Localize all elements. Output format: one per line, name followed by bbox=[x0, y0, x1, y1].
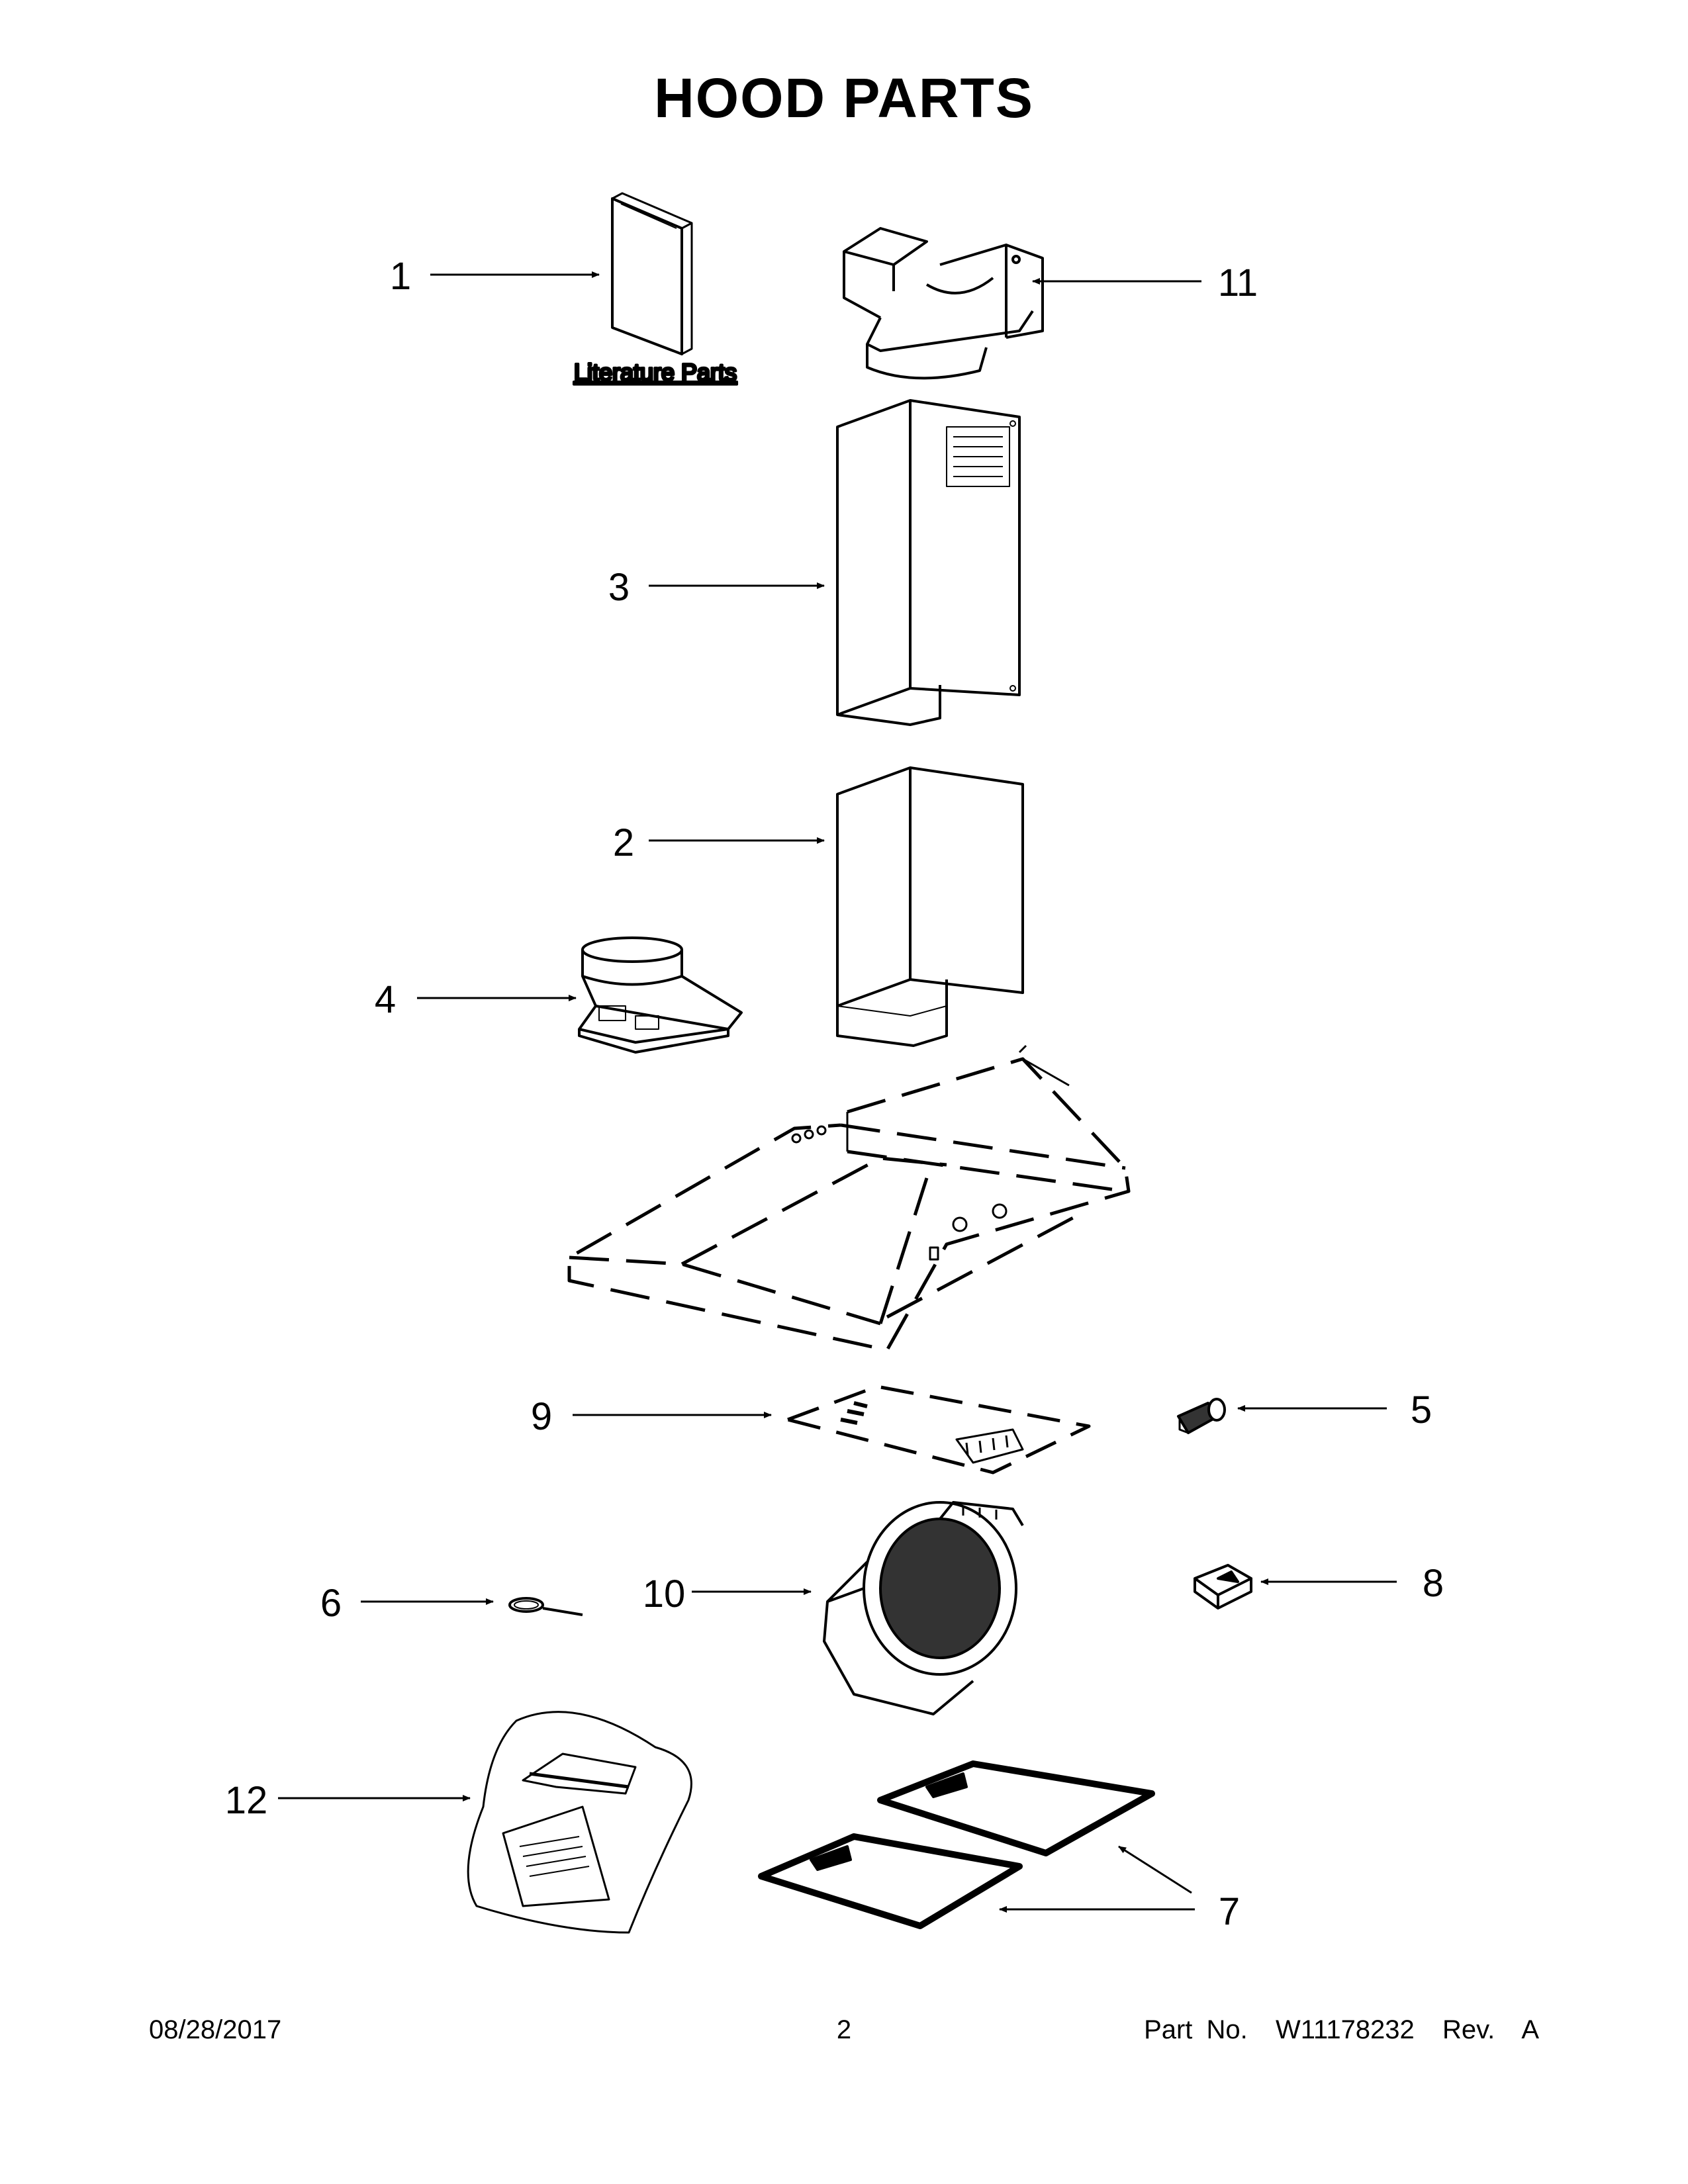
callout-9: 9 bbox=[531, 1395, 552, 1438]
literature-label: Literature Parts bbox=[574, 359, 737, 386]
hood-canopy-details bbox=[791, 1044, 1070, 1261]
footer-part-number: Part No. W11178232 Rev. A bbox=[1144, 2015, 1539, 2044]
callout-11: 11 bbox=[1218, 261, 1258, 304]
callout-1: 1 bbox=[390, 255, 411, 298]
hood-canopy bbox=[567, 1057, 1131, 1352]
callout-4: 4 bbox=[375, 978, 396, 1021]
part-1-literature bbox=[611, 192, 693, 355]
footer-page-number: 2 bbox=[836, 2015, 852, 2044]
leader-7a bbox=[1118, 1845, 1192, 1894]
callout-2: 2 bbox=[613, 821, 634, 864]
callout-7: 7 bbox=[1219, 1890, 1240, 1933]
part-9-bracket-panel bbox=[786, 1385, 1091, 1475]
part-12-hardware-bag bbox=[467, 1711, 692, 1934]
footer-date: 08/28/2017 bbox=[149, 2015, 282, 2044]
part-7-grease-filters bbox=[758, 1760, 1155, 1929]
callout-12: 12 bbox=[225, 1779, 268, 1822]
part-4-damper bbox=[578, 936, 743, 1054]
callout-6: 6 bbox=[320, 1582, 342, 1625]
page-title: HOOD PARTS bbox=[654, 67, 1034, 129]
callout-10: 10 bbox=[643, 1572, 686, 1615]
callout-5: 5 bbox=[1411, 1388, 1432, 1432]
part-11-duct-connector bbox=[843, 227, 1044, 380]
part-2-lower-chimney bbox=[836, 766, 1024, 1047]
part-5-small-part bbox=[1177, 1398, 1226, 1434]
callout-3: 3 bbox=[608, 566, 630, 609]
part-10-blower bbox=[823, 1501, 1024, 1715]
part-8-junction-box bbox=[1194, 1564, 1252, 1610]
part-6-wire-harness bbox=[508, 1597, 583, 1616]
callout-8: 8 bbox=[1423, 1562, 1444, 1605]
part-3-upper-chimney bbox=[836, 399, 1021, 726]
